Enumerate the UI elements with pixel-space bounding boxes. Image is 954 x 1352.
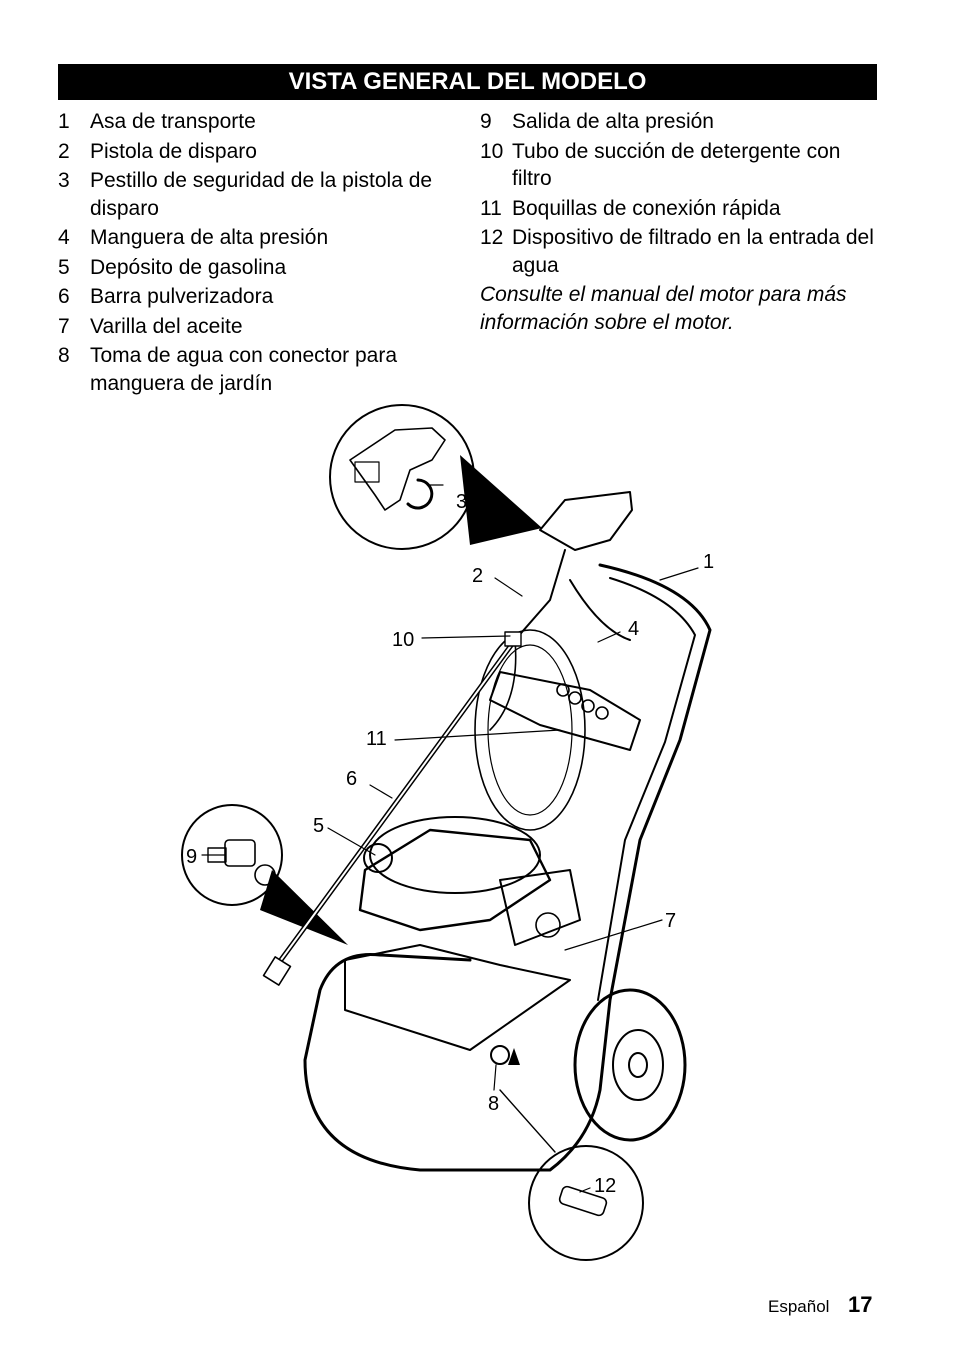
item-label: Pestillo de seguridad de la pistola de d…	[90, 169, 433, 220]
item-number: 10	[480, 139, 504, 163]
callout-9: 9	[186, 846, 197, 868]
item-number: 1	[58, 110, 70, 133]
list-item: 8 Toma de agua con conector para manguera…	[58, 342, 458, 397]
list-item: 3 Pestillo de seguridad de la pistola de …	[58, 167, 458, 222]
detergent-tube	[489, 639, 517, 731]
item-number: 5	[58, 255, 70, 279]
item-number: 12	[480, 226, 504, 249]
list-item: 11 Boquillas de conexión rápida	[480, 195, 880, 223]
list-item: 7 Varilla del aceite	[58, 313, 458, 341]
list-item: 2 Pistola de disparo	[58, 138, 458, 166]
callout-7: 7	[665, 910, 676, 932]
item-number: 9	[480, 110, 492, 133]
list-item: 12 Dispositivo de filtrado en la entrada …	[480, 224, 880, 279]
engine-manual-note: Consulte el manual del motor para más in…	[480, 283, 847, 334]
inlet-filter-inset	[499, 1089, 644, 1261]
callout-8: 8	[488, 1093, 499, 1115]
callout-11: 11	[366, 728, 387, 750]
item-number: 2	[58, 139, 70, 163]
callout-4: 4	[628, 618, 639, 640]
item-number: 3	[58, 169, 70, 192]
list-item: 10 Tubo de succión de detergente con filt…	[480, 138, 880, 193]
callout-5: 5	[313, 815, 324, 837]
callout-2: 2	[472, 565, 483, 587]
parts-list-right: 9 Salida de alta presión 10 Tubo de succió…	[480, 108, 880, 336]
quick-connect-nozzles	[556, 683, 609, 720]
item-label: Boquillas de conexión rápida	[512, 196, 781, 220]
hose-coil	[474, 629, 586, 831]
item-number: 7	[58, 314, 70, 338]
list-item: 4 Manguera de alta presión	[58, 224, 458, 252]
list-item: 9 Salida de alta presión	[480, 108, 880, 136]
wheel	[573, 988, 687, 1142]
water-inlet	[490, 1045, 510, 1065]
item-number: 8	[58, 344, 70, 367]
high-pressure-hose	[569, 579, 631, 641]
item-label: Salida de alta presión	[512, 110, 714, 133]
pressure-outlet-inset	[181, 804, 348, 945]
item-label: Pistola de disparo	[90, 139, 257, 163]
carrying-handle	[303, 563, 712, 1172]
callout-1: 1	[703, 551, 714, 573]
engine	[358, 816, 581, 946]
callout-12: 12	[594, 1175, 616, 1197]
trigger-latch-inset	[329, 404, 542, 550]
item-label: Asa de transporte	[90, 110, 256, 133]
list-item: 5 Depósito de gasolina	[58, 254, 458, 282]
parts-list-left: 1 Asa de transporte 2 Pistola de disparo 3…	[58, 108, 458, 399]
item-label: Depósito de gasolina	[90, 255, 287, 279]
pressure-washer-diagram: 3 1 2 4 10 11 6 5 9 7 8 12	[181, 404, 714, 1261]
list-item: 1 Asa de transporte	[58, 108, 458, 136]
item-label: Varilla del aceite	[90, 314, 243, 338]
item-label: Toma de agua con conector para manguera …	[90, 344, 398, 395]
page-number: 17	[848, 1292, 873, 1317]
callout-6: 6	[346, 768, 357, 790]
item-label: Manguera de alta presión	[90, 226, 329, 249]
callout-10: 10	[392, 629, 414, 651]
callout-3: 3	[456, 491, 467, 513]
leader-lines	[201, 484, 699, 1193]
item-number: 6	[58, 285, 70, 308]
section-title: VISTA GENERAL DEL MODELO	[58, 64, 877, 100]
item-label: Tubo de succión de detergente con filtro	[512, 139, 841, 191]
base-plate	[344, 944, 571, 1051]
trigger-gun	[514, 491, 633, 641]
item-number: 4	[58, 226, 70, 249]
item-number: 11	[480, 196, 502, 220]
item-label: Dispositivo de filtrado en la entrada de…	[512, 226, 874, 277]
list-item: 6 Barra pulverizadora	[58, 283, 458, 311]
footer-language: Español	[768, 1297, 830, 1316]
item-label: Barra pulverizadora	[90, 285, 274, 308]
